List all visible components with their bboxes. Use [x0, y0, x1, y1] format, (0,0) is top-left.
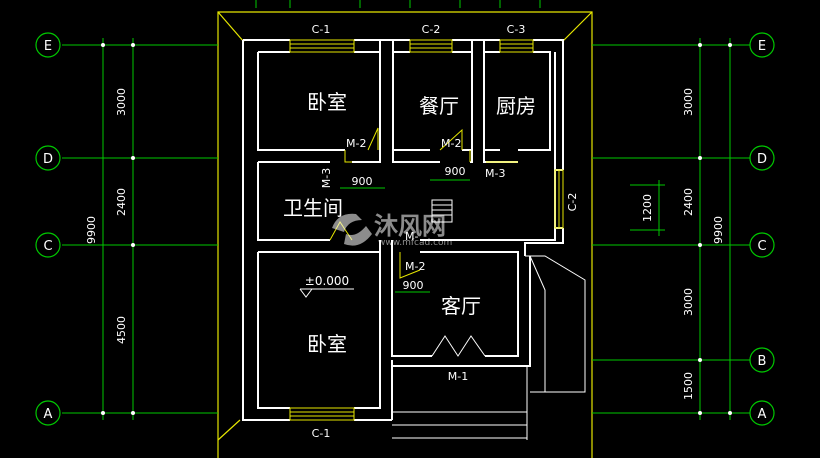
elevation-label: ±0.000	[305, 274, 349, 288]
door-label-m-small: M-	[405, 230, 418, 243]
dim-left-4500: 4500	[115, 316, 128, 344]
door-label-m2-c: M-2	[405, 260, 425, 273]
door-label-m1: M-1	[448, 370, 468, 383]
dimension-ticks	[101, 43, 732, 415]
dim-left-2400: 2400	[115, 188, 128, 216]
axis-label-left-c: C	[43, 239, 52, 254]
window-label-c1-top: C-1	[312, 23, 331, 36]
main-door	[431, 335, 486, 357]
axis-label-left-d: D	[43, 152, 53, 167]
door-label-m3-a: M-3	[320, 168, 333, 188]
grid-lines	[62, 0, 750, 420]
dim-900-a: 900	[352, 175, 373, 188]
watermark-text: 沐风网	[374, 212, 446, 240]
room-label-dining: 餐厅	[419, 94, 459, 118]
dim-right-9900: 9900	[712, 216, 725, 244]
watermark-logo-icon	[332, 213, 372, 246]
window-label-c3-top: C-3	[507, 23, 526, 36]
dim-900-lines	[340, 179, 470, 293]
room-label-kitchen: 厨房	[496, 94, 536, 118]
watermark-url: www.mfcad.com	[378, 238, 452, 248]
axis-label-left-e: E	[44, 39, 52, 54]
watermark: 沐风网 www.mfcad.com	[332, 212, 452, 248]
roof-outline	[217, 11, 593, 458]
dim-left-9900: 9900	[85, 216, 98, 244]
dim-right-1500: 1500	[682, 372, 695, 400]
dim-right-3000b: 3000	[682, 288, 695, 316]
windows	[289, 39, 564, 421]
door-label-m2-a: M-2	[346, 137, 366, 150]
walls	[242, 39, 564, 421]
window-label-c2-top: C-2	[422, 23, 441, 36]
elevation-marker	[299, 288, 354, 298]
axis-label-right-c: C	[757, 239, 766, 254]
axis-label-left-a: A	[44, 407, 53, 422]
door-label-m2-b: M-2	[441, 137, 461, 150]
room-label-living: 客厅	[441, 294, 481, 318]
dim-right-1200: 1200	[641, 194, 654, 222]
dim-left-3000: 3000	[115, 88, 128, 116]
axis-label-right-b: B	[758, 354, 767, 369]
window-label-c2-right: C-2	[566, 193, 579, 212]
dim-right-2400: 2400	[682, 188, 695, 216]
axis-bubbles	[35, 32, 775, 426]
room-label-bedroom-top: 卧室	[307, 90, 347, 114]
dim-900-b: 900	[445, 165, 466, 178]
room-label-bedroom-bottom: 卧室	[307, 332, 347, 356]
dim-right-3000a: 3000	[682, 88, 695, 116]
room-label-bathroom: 卫生间	[283, 196, 343, 220]
axis-label-right-d: D	[757, 152, 767, 167]
entry-steps	[392, 255, 586, 440]
axis-label-right-a: A	[758, 407, 767, 422]
stair-symbol	[431, 199, 453, 223]
axis-label-right-e: E	[758, 39, 766, 54]
door-label-m3-b: M-3	[485, 167, 505, 180]
window-label-c1-bottom: C-1	[312, 427, 331, 440]
dim-900-c: 900	[403, 279, 424, 292]
